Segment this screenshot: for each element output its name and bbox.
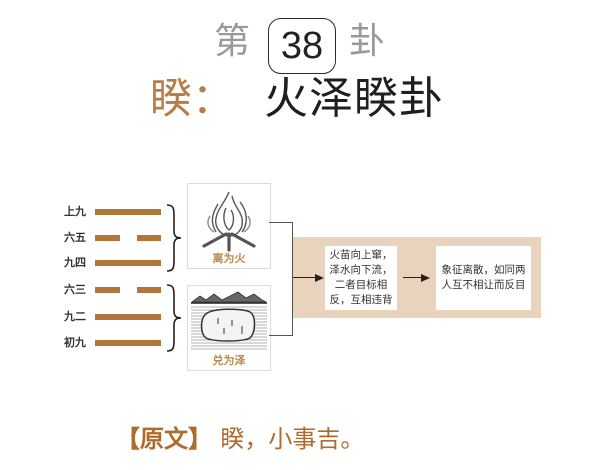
lower-trigram-caption: 兑为泽 <box>212 354 246 367</box>
connector-bottom <box>269 335 293 337</box>
yang-line <box>95 340 161 346</box>
yao-label-chu-jiu: 初九 <box>64 336 86 349</box>
hexagram-number-badge: 38 <box>268 18 336 74</box>
explanation-box-2: 象征离散，如同两 人互不相让而反目 <box>436 246 531 310</box>
title-suffix: 卦 <box>349 21 386 62</box>
yao-label-jiu-si: 九四 <box>64 256 86 269</box>
yin-line-left <box>95 287 120 293</box>
yin-line-left <box>95 235 120 241</box>
lower-trigram-card: 兑为泽 <box>187 285 271 371</box>
arrow-right-icon <box>315 274 324 282</box>
yao-label-liu-wu: 六五 <box>64 231 86 244</box>
explanation-line: 二者目标相 <box>334 279 388 291</box>
yang-line <box>95 314 161 320</box>
arrow-shaft <box>403 277 423 279</box>
yang-line <box>95 209 161 215</box>
upper-trigram-caption: 离为火 <box>212 252 246 265</box>
title-prefix: 第 <box>214 21 251 62</box>
hexagram-full-name: 火泽睽卦 <box>264 73 444 124</box>
explanation-line: 反，互相违背 <box>329 294 393 306</box>
explanation-line: 人互不相让而反目 <box>441 279 526 291</box>
marsh-icon <box>190 291 267 350</box>
arrow-shaft <box>293 277 317 279</box>
original-text: 【原文】 睽，小事吉。 <box>116 422 364 456</box>
yang-line <box>95 260 161 266</box>
explanation-line: 象征离散，如同两 <box>441 264 526 276</box>
upper-brace-icon <box>166 204 182 272</box>
yao-label-jiu-er: 九二 <box>64 310 86 323</box>
yin-line-right <box>137 287 161 293</box>
original-text-label: 【原文】 <box>116 425 212 453</box>
yin-line-right <box>137 235 161 241</box>
yao-label-shang-jiu: 上九 <box>64 205 86 218</box>
hexagram-short-name: 睽： <box>150 74 235 123</box>
arrow-right-icon <box>421 274 430 282</box>
explanation-line: 火苗向上窜， <box>329 249 393 261</box>
upper-trigram-card: 离为火 <box>187 183 271 269</box>
explanation-line: 泽水向下流， <box>329 264 393 276</box>
original-text-body: 睽，小事吉。 <box>220 425 365 453</box>
yao-label-liu-san: 六三 <box>64 283 86 296</box>
explanation-box-1: 火苗向上窜， 泽水向下流， 二者目标相 反，互相违背 <box>325 246 397 310</box>
connector-top <box>269 222 293 224</box>
fire-icon <box>202 191 256 252</box>
lower-brace-icon <box>166 284 182 352</box>
connector-vertical <box>292 222 294 336</box>
